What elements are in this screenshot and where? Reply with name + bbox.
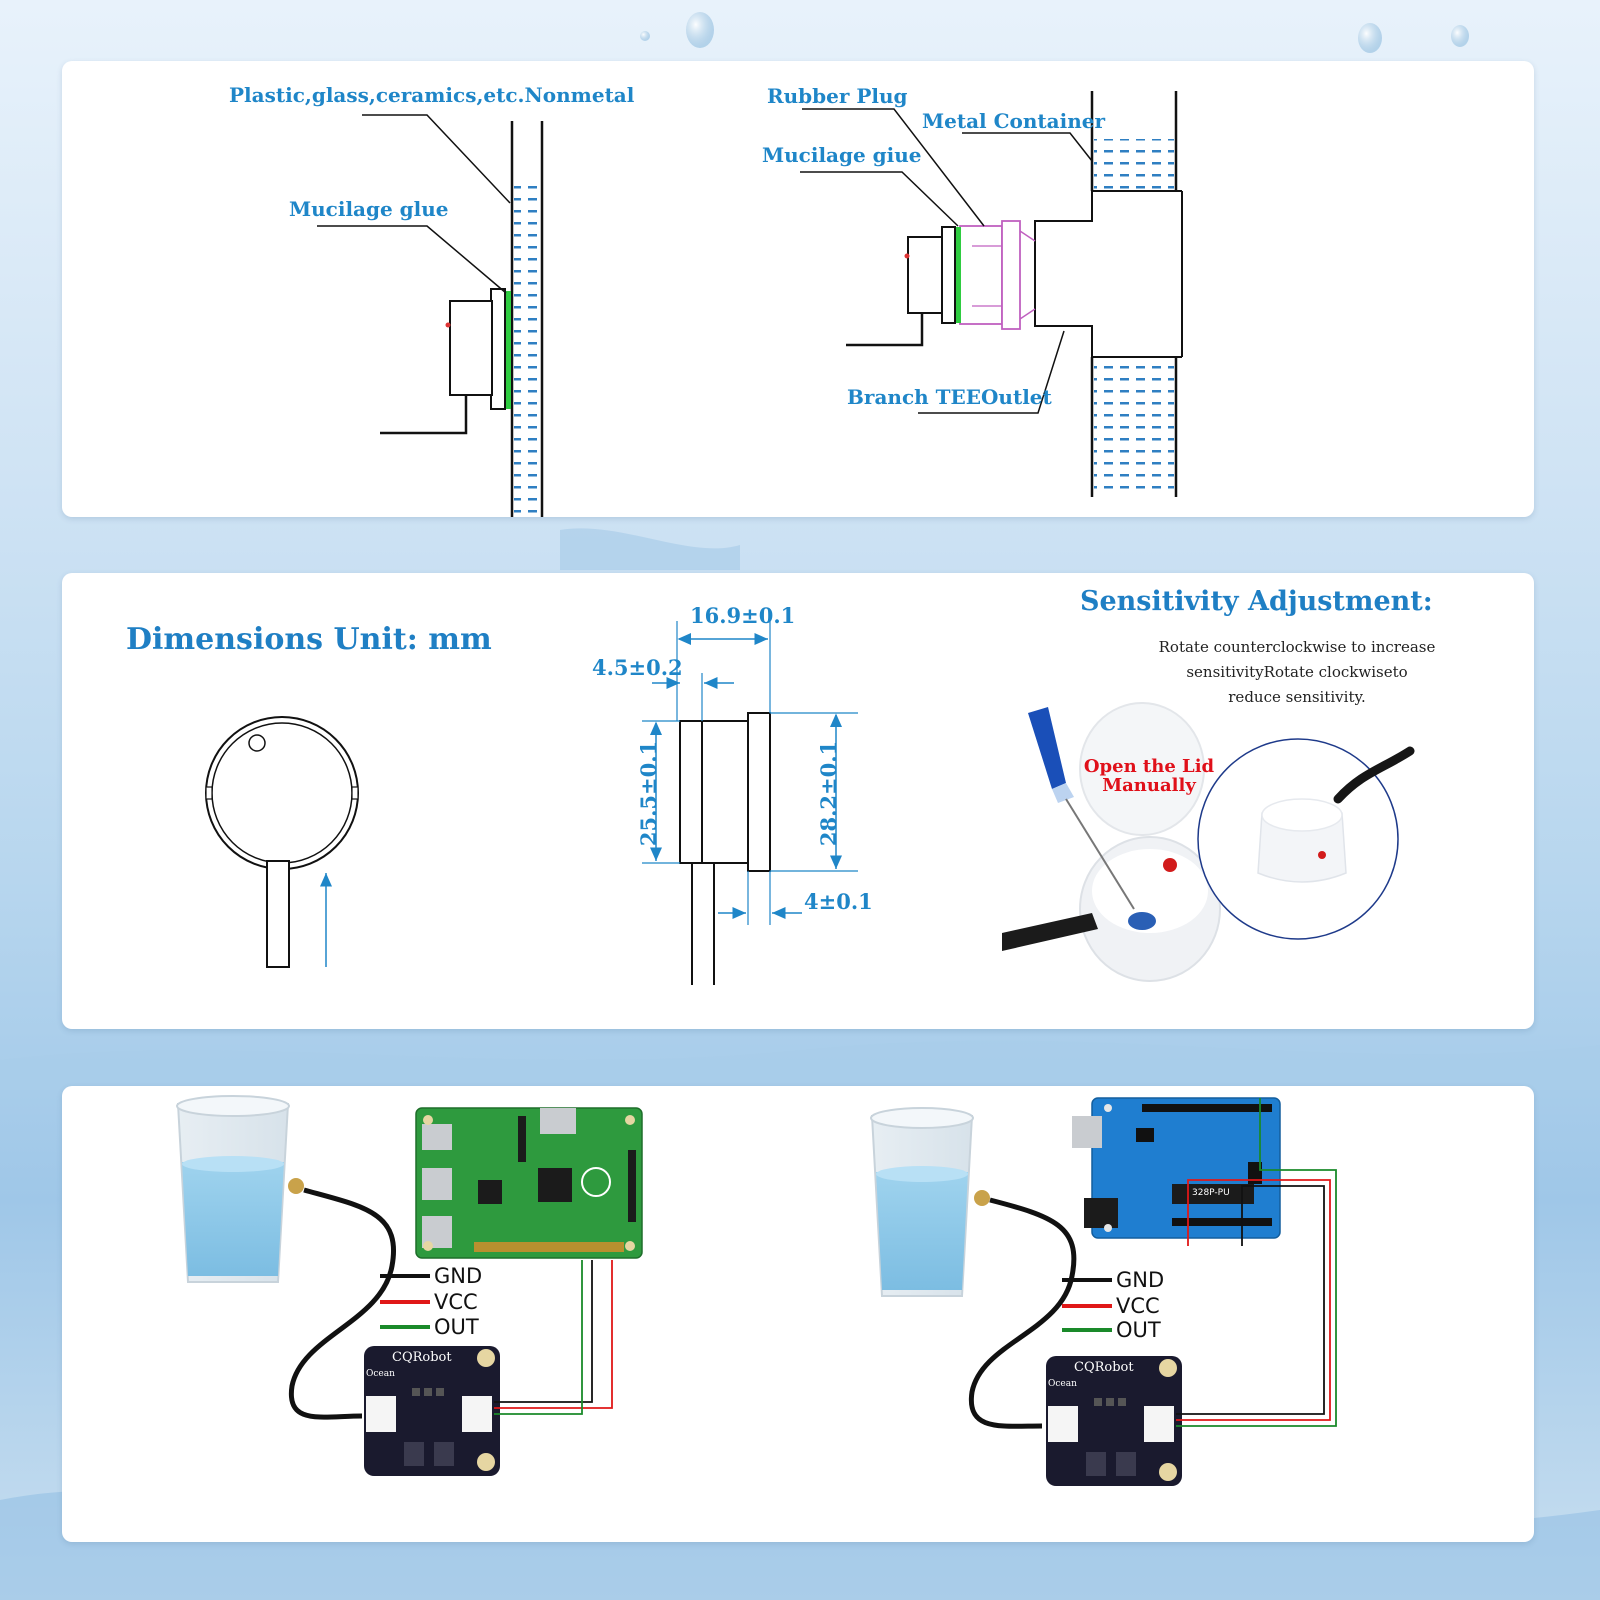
installation-panel: Plastic,glass,ceramics,etc.Nonmetal Muci… [62,61,1534,517]
sensitivity-line2: sensitivityRotate clockwiseto [1186,663,1408,681]
right-signal-wires [1176,1098,1337,1427]
dim-total-width: 16.9±0.1 [690,603,796,628]
sensitivity-line3: reduce sensitivity. [1228,688,1366,706]
leader-nonmetal [362,114,511,204]
rubber-plug-label: Rubber Plug [767,84,908,108]
left-module-sub: Ocean [366,1369,395,1379]
dim-cap-height: 28.2±0.1 [816,740,842,847]
open-lid-line2: Manually [1102,775,1196,796]
left-out-label: OUT [434,1315,479,1339]
leader-rubber-plug [802,108,985,227]
right-probe-cable [968,1197,1077,1429]
leader-right-glue [800,171,959,227]
dim-cap-width: 4±0.1 [804,889,873,914]
left-module-brand: CQRobot [392,1350,452,1365]
open-lid-line1: Open the Lid [1083,756,1215,777]
left-signal-wires [494,1260,613,1415]
left-gnd-label: GND [434,1264,483,1288]
right-vcc-label: VCC [1116,1294,1160,1318]
sensitivity-title: Sensitivity Adjustment: [1080,586,1433,617]
metal-container-label: Metal Container [922,109,1106,133]
arduino-board [1072,1097,1281,1239]
sensitivity-description: Rotate counterclockwise to increase sens… [1072,635,1522,710]
left-probe-cable [288,1187,396,1420]
wiring-panel: GND VCC OUT CQRobot Ocean GND VCC OUT CQ… [62,1086,1534,1542]
nonmetal-label: Plastic,glass,ceramics,etc.Nonmetal [229,83,635,107]
right-module-brand: CQRobot [1074,1360,1134,1375]
dim-body-height: 25.5±0.1 [636,740,662,847]
right-legend-lines [1062,1278,1112,1332]
wiring-diagram [176,1095,1337,1486]
right-out-label: OUT [1116,1318,1161,1342]
installation-diagram [317,91,1183,517]
left-glass [176,1095,304,1283]
sensor-top-view [205,716,359,968]
left-cqrobot-module [364,1346,500,1476]
right-glue-label: Mucilage giue [762,143,922,167]
adjustment-illustration [1002,702,1415,982]
leader-metal-container [962,132,1093,162]
sensor-side-view [642,621,858,985]
sensitivity-line1: Rotate counterclockwise to increase [1158,638,1436,656]
tee-outlet-label: Branch TEEOutlet [847,385,1052,409]
right-glass [870,1107,990,1297]
left-vcc-label: VCC [434,1290,478,1314]
left-legend-lines [380,1274,430,1329]
arduino-chip-label: 328P-PU [1192,1188,1230,1198]
metal-container [1034,91,1183,497]
right-cqrobot-module [1046,1356,1182,1486]
rubber-plug [959,220,1036,330]
left-glue-label: Mucilage glue [289,197,449,221]
left-sensor [380,288,511,435]
right-sensor [846,226,961,347]
right-gnd-label: GND [1116,1268,1165,1292]
leader-left-glue [317,225,507,294]
dimensions-diagram [205,621,1415,985]
open-lid-label: Open the Lid Manually [1074,757,1224,795]
nonmetal-wall [510,121,544,517]
dimensions-title: Dimensions Unit: mm [126,622,492,657]
dim-body-width: 4.5±0.2 [592,655,683,680]
raspberry-pi-board [415,1107,643,1259]
leader-tee-outlet [918,330,1065,414]
dimensions-panel: Dimensions Unit: mm 16.9±0.1 4.5±0.2 25.… [62,573,1534,1029]
right-module-sub: Ocean [1048,1379,1077,1389]
